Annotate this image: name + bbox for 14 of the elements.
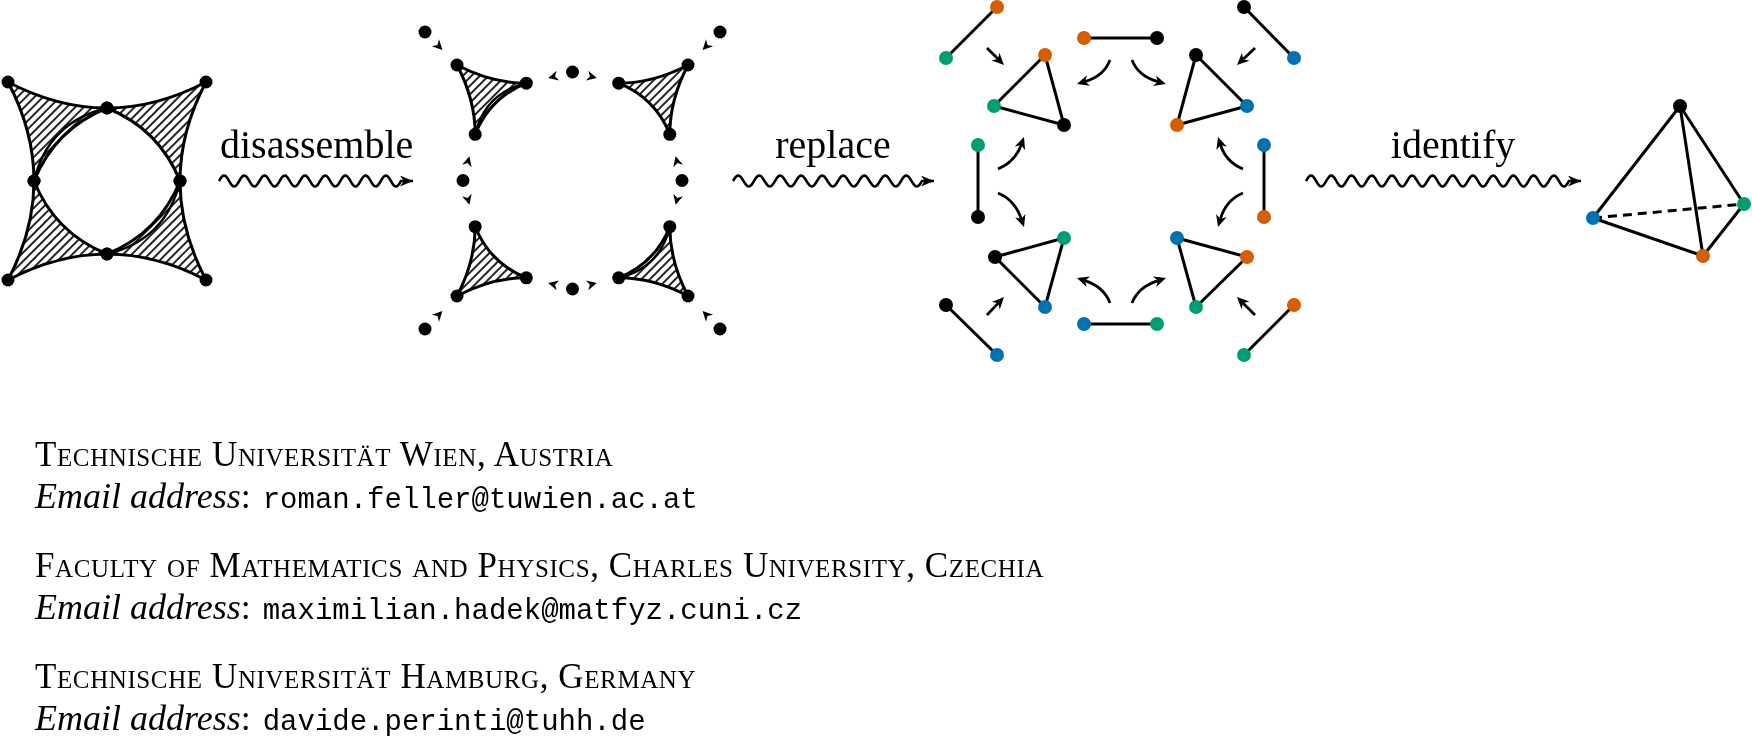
affiliation-text: Faculty of Mathematics and Physics, Charles University, Czechia — [35, 546, 1045, 585]
email-label: Email address: — [35, 476, 251, 516]
colored-graph-pieces-drawing — [938, 0, 1302, 363]
affiliation-text: Technische Universität Hamburg, Germany — [35, 657, 697, 696]
affiliation-text: Technische Universität Wien, Austria — [35, 435, 614, 474]
email-address: roman.feller@tuwien.ac.at — [262, 484, 698, 517]
email-address: maximilian.hadek@matfyz.cuni.cz — [262, 595, 803, 628]
wavy-arrow — [217, 174, 413, 188]
tetrahedron-drawing — [1585, 98, 1752, 264]
email-label: Email address: — [35, 698, 251, 738]
wavy-arrow — [731, 174, 934, 188]
email-address: davide.perinti@tuhh.de — [262, 706, 646, 739]
wavy-arrow — [1304, 174, 1581, 188]
email-label: Email address: — [35, 587, 251, 627]
